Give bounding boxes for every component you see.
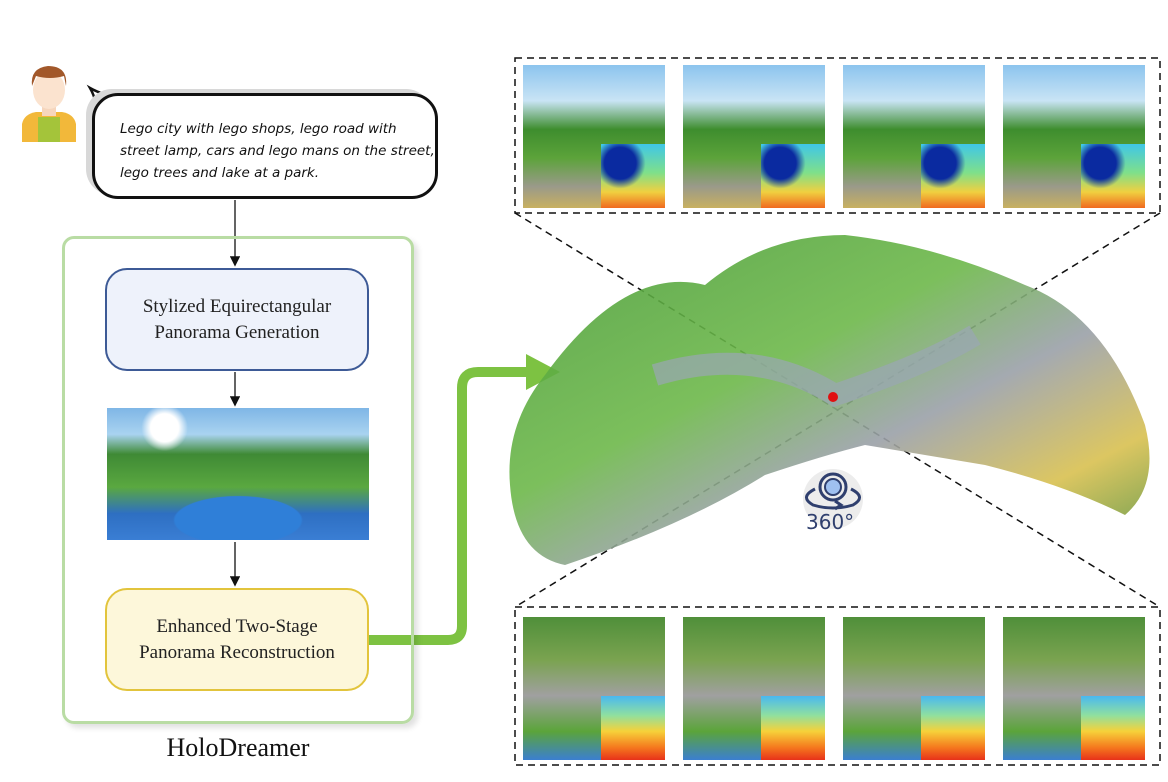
bottom-views-frame: [514, 606, 1161, 766]
step1-label: Stylized Equirectangular Panorama Genera…: [142, 295, 332, 343]
depth-map: [761, 144, 825, 208]
depth-map: [601, 696, 665, 760]
rotate-360-icon: [803, 469, 863, 529]
depth-map: [1081, 696, 1145, 760]
rendered-view: [523, 65, 665, 208]
step-panorama-generation: Stylized Equirectangular Panorama Genera…: [105, 268, 369, 371]
equirectangular-panorama-image: [107, 408, 369, 540]
rendered-view: [1003, 617, 1145, 760]
rendered-view: [843, 65, 985, 208]
3d-scene-reconstruction: [509, 235, 1150, 565]
depth-map: [1081, 144, 1145, 208]
rendered-view: [843, 617, 985, 760]
rendered-view: [683, 617, 825, 760]
prompt-bubble: [92, 93, 438, 199]
rotate-360-label: 360°: [806, 510, 855, 534]
depth-map: [601, 144, 665, 208]
prompt-text: Lego city with lego shops, lego road wit…: [120, 121, 435, 181]
rendered-view: [523, 617, 665, 760]
depth-map: [921, 696, 985, 760]
rendered-view: [683, 65, 825, 208]
top-views-frame: [514, 57, 1161, 214]
user-avatar-icon: [22, 66, 76, 142]
flow-arrow: [369, 367, 530, 645]
flow-arrowhead: [526, 354, 560, 390]
rendered-view: [1003, 65, 1145, 208]
step2-label: Enhanced Two-Stage Panorama Reconstructi…: [139, 615, 335, 663]
step-panorama-reconstruction: Enhanced Two-Stage Panorama Reconstructi…: [105, 588, 369, 691]
depth-map: [921, 144, 985, 208]
depth-map: [761, 696, 825, 760]
holodreamer-frame: [62, 236, 414, 724]
framework-title: HoloDreamer: [166, 733, 310, 762]
